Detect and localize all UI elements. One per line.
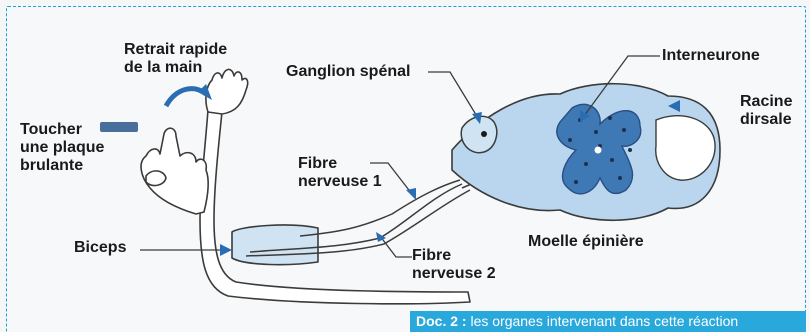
label-fibre1-line1: Fibre — [298, 154, 337, 173]
label-toucher-line2: une plaque — [20, 138, 104, 157]
label-racine-line1: Racine — [740, 92, 792, 111]
label-retrait-line1: Retrait rapide — [124, 40, 227, 59]
label-biceps: Biceps — [74, 238, 126, 257]
label-ganglion: Ganglion spénal — [286, 62, 410, 81]
label-fibre1-line2: nerveuse 1 — [298, 172, 382, 191]
label-moelle: Moelle épinière — [528, 232, 644, 251]
label-toucher-line1: Toucher — [20, 120, 82, 139]
hot-plate-icon — [100, 122, 138, 132]
label-retrait-line2: de la main — [124, 58, 202, 77]
label-fibre2-line2: nerveuse 2 — [412, 264, 496, 283]
label-toucher-line3: brulante — [20, 156, 83, 175]
label-fibre2-line1: Fibre — [412, 246, 451, 265]
retracted-hand-drawing — [206, 69, 248, 114]
motion-arrow-icon — [166, 84, 212, 106]
label-racine-line2: dirsale — [740, 110, 792, 129]
label-interneurone: Interneurone — [662, 46, 760, 65]
caption-text: les organes intervenant dans cette réact… — [467, 313, 739, 329]
caption-prefix: Doc. 2 : — [416, 313, 467, 329]
figure-caption: Doc. 2 : les organes intervenant dans ce… — [410, 311, 806, 332]
touching-hand-drawing — [141, 128, 208, 214]
